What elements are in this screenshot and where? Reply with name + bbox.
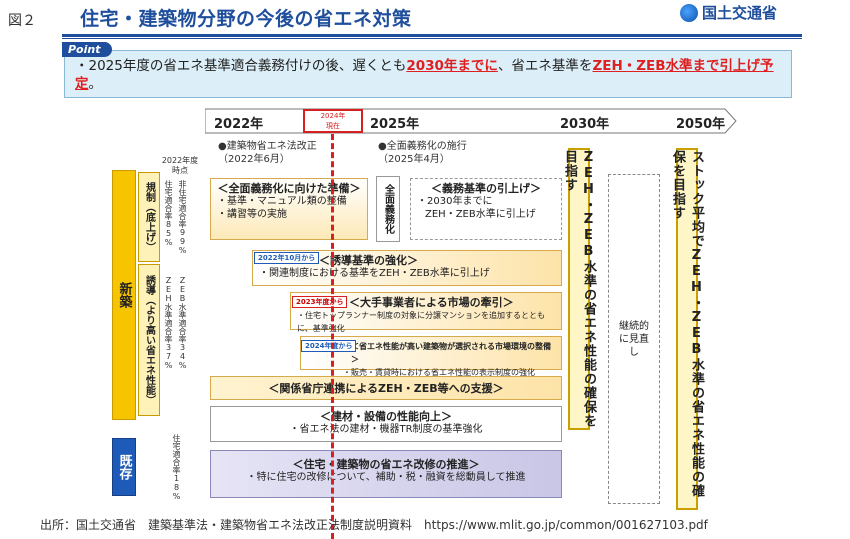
- regulation-text: 規制（底上げ）: [143, 182, 155, 252]
- box3-line1: ・関連制度における基準をZEH・ZEB水準に引上げ: [259, 268, 490, 279]
- box-standard-raise: ＜義務基準の引上げ＞ ・2030年までに ZEH・ZEB水準に引上げ: [410, 178, 562, 240]
- as-of-note: 2022年度時点: [161, 156, 199, 175]
- figure-label: 図２: [8, 13, 36, 29]
- col-2030-goal: ZEH・ZEB水準の省エネ性能の確保を目指す: [562, 148, 596, 430]
- full-mandate-text: 全面義務化: [382, 184, 394, 234]
- tag-2022-oct: 2022年10月から: [254, 252, 320, 264]
- tag-2024: 2024年度から: [301, 340, 357, 352]
- box-renovation: ＜住宅・建築物の省エネ改修の推進＞ ・特に住宅の改修について、補助・税・融資を総…: [210, 450, 562, 498]
- point-highlight-2030: 2030年までに: [406, 58, 498, 74]
- logo-text: 国土交通省: [702, 4, 778, 22]
- box1-line2: ・講習等の実施: [217, 209, 287, 220]
- stat-zeh-37: ZEH水準適合率37%: [164, 276, 173, 370]
- point-text-a: 2025年度の省エネ基準適合義務付けの後、遅くとも: [88, 58, 407, 74]
- tag-2023: 2023年度から: [292, 296, 348, 308]
- box8-heading: ＜住宅・建築物の省エネ改修の推進＞: [292, 458, 480, 471]
- title-rule-thin: [62, 38, 802, 39]
- col-2050-text: ストック平均でZEH・ZEB水準の省エネ性能の確保を目指す: [670, 150, 704, 498]
- year-2030: 2030年: [560, 117, 610, 132]
- col-2050-goal: ストック平均でZEH・ZEB水準の省エネ性能の確保を目指す: [670, 148, 704, 510]
- point-text-c: 。: [88, 76, 103, 92]
- current-year-box: 2024年 現在: [303, 109, 363, 133]
- mandate-line2: （2025年4月）: [378, 154, 450, 165]
- box-full-mandate: 全面義務化: [376, 176, 400, 242]
- mlit-logo-icon: [680, 3, 698, 22]
- existing-label: 既存: [112, 438, 136, 496]
- box1-heading: ＜全面義務化に向けた準備＞: [217, 182, 361, 195]
- new-build-label: 新築: [112, 170, 136, 420]
- box3-heading: ＜誘導基準の強化＞: [319, 254, 418, 267]
- existing-text: 既存: [116, 454, 132, 480]
- current-label: 現在: [326, 122, 340, 130]
- point-highlight-zeh: ZEH・ZEB水準まで引上げ予定: [75, 58, 774, 92]
- point-text-b: 、省エネ基準を: [497, 58, 593, 74]
- stat-zeb-34: ZEB水準適合率34%: [178, 276, 187, 370]
- year-2022: 2022年: [214, 117, 264, 132]
- mandate-line1: ●全面義務化の施行: [378, 141, 467, 152]
- induction-label: 誘導（より高い省エネ性能）: [138, 264, 160, 416]
- current-year-line: [331, 134, 334, 539]
- stat-housing-85: 住宅適合率85%: [164, 180, 173, 247]
- box-material-performance: ＜建材・設備の性能向上＞ ・省エネ法の建材・機器TR制度の基準強化: [210, 406, 562, 442]
- box7-heading: ＜建材・設備の性能向上＞: [320, 410, 452, 423]
- box5-line1: ・販売・賃貸時における省エネ性能の表示制度の強化: [343, 368, 535, 377]
- law-revision-note: ●建築物省エネ法改正 （2022年6月）: [218, 140, 317, 166]
- mandate-note: ●全面義務化の施行 （2025年4月）: [378, 140, 467, 166]
- col-continuous-review: 継続的に見直し: [608, 174, 660, 504]
- mlit-logo: 国土交通省: [680, 2, 777, 23]
- new-build-text: 新築: [116, 282, 132, 308]
- box2-line2: ZEH・ZEB水準に引上げ: [425, 209, 536, 220]
- box-mandate-preparation: ＜全面義務化に向けた準備＞ ・基準・マニュアル類の整備 ・講習等の実施: [210, 178, 368, 240]
- box-ministry-support: ＜関係省庁連携によるZEH・ZEB等への支援＞: [210, 376, 562, 400]
- box8-line1: ・特に住宅の改修について、補助・税・融資を総動員して推進: [246, 472, 526, 483]
- year-2050: 2050年: [676, 117, 726, 132]
- point-box: ・2025年度の省エネ基準適合義務付けの後、遅くとも2030年までに、省エネ基準…: [64, 50, 792, 98]
- stat-existing-18: 住宅適合率18%: [172, 434, 181, 501]
- review-text: 継続的に見直し: [619, 320, 649, 358]
- box4-line1: ・住宅トップランナー制度の対象に分譲マンションを追加するとともに、基準強化: [297, 311, 545, 333]
- source-footer: 出所：国土交通省 建築基準法・建築物省エネ法改正法制度説明資料 https://…: [40, 518, 708, 532]
- regulation-label: 規制（底上げ）: [138, 172, 160, 262]
- point-tag: Point: [62, 42, 113, 57]
- page-title: 住宅・建築物分野の今後の省エネ対策: [80, 8, 412, 30]
- box7-line1: ・省エネ法の建材・機器TR制度の基準強化: [289, 424, 483, 435]
- law-revision-line2: （2022年6月）: [218, 154, 290, 165]
- year-2025: 2025年: [370, 117, 420, 132]
- timeline-arrow: [205, 108, 737, 134]
- stat-nonhousing-99: 非住宅適合率99%: [178, 180, 187, 255]
- col-2030-text: ZEH・ZEB水準の省エネ性能の確保を目指す: [562, 150, 596, 428]
- box4-heading: ＜大手事業者による市場の牽引＞: [349, 296, 514, 309]
- title-rule: [62, 34, 802, 37]
- box2-heading: ＜義務基準の引上げ＞: [431, 182, 541, 195]
- point-bullet: ・: [75, 58, 89, 74]
- induction-text: 誘導（より高い省エネ性能）: [143, 275, 155, 405]
- current-year: 2024年: [320, 112, 346, 120]
- box1-line1: ・基準・マニュアル類の整備: [217, 196, 347, 207]
- box5-heading: ＜省エネ性能が高い建築物が選択される市場環境の整備＞: [351, 342, 551, 364]
- box2-line1: ・2030年までに: [417, 196, 493, 207]
- box6-heading: ＜関係省庁連携によるZEH・ZEB等への支援＞: [268, 381, 504, 395]
- law-revision-line1: ●建築物省エネ法改正: [218, 141, 317, 152]
